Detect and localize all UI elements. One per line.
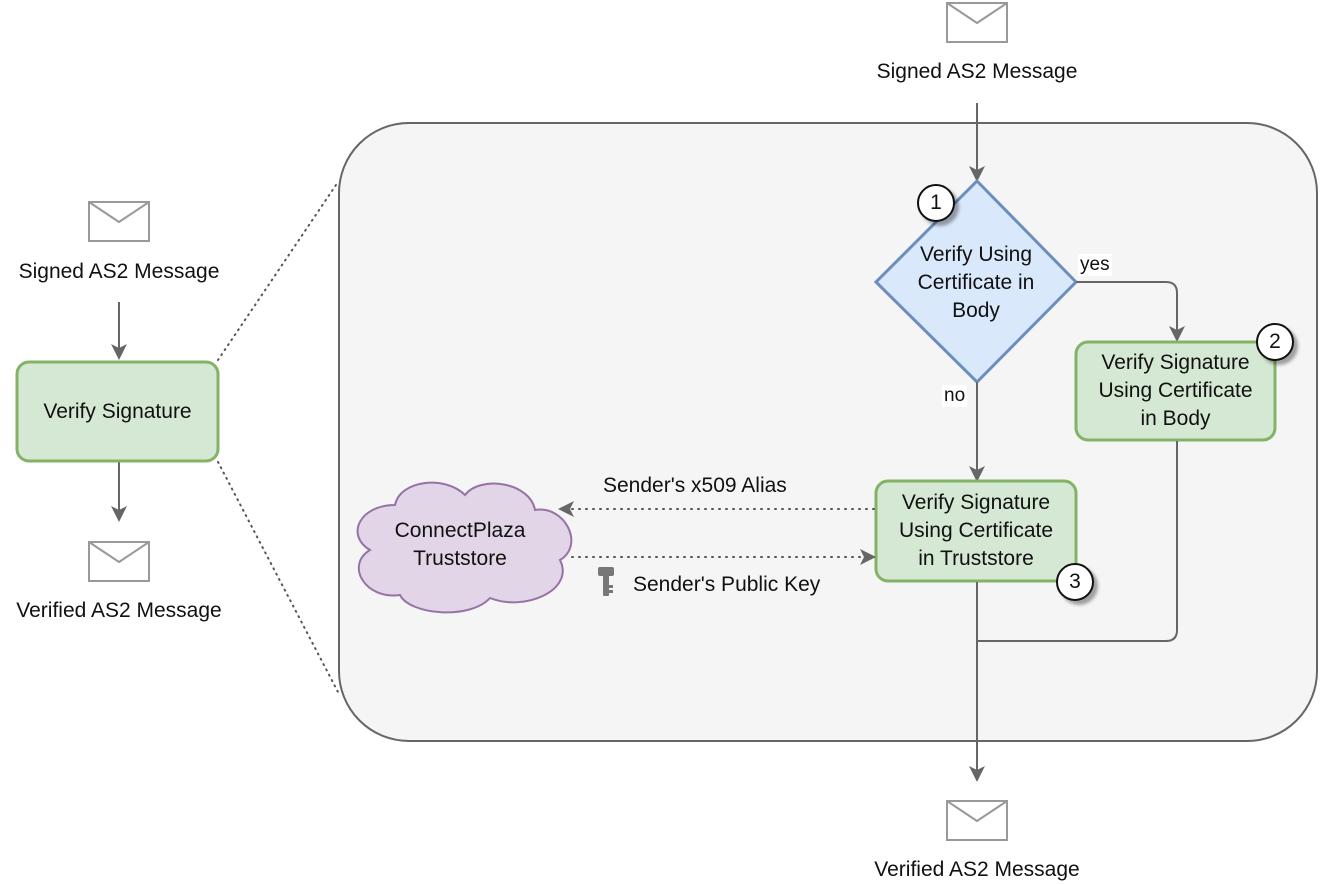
edge-label-public-key: Sender's Public Key (633, 573, 821, 596)
detail-output-label: Verified AS2 Message (874, 858, 1080, 881)
step-number-badge-3: 3 (1056, 563, 1094, 601)
edge-label-no: no (942, 385, 968, 407)
edge-body-to-merge (977, 441, 1178, 642)
step-body-line: Using Certificate (1098, 379, 1253, 402)
truststore-line: ConnectPlaza (394, 519, 526, 542)
truststore-line: Truststore (413, 547, 507, 570)
truststore-label: ConnectPlaza Truststore (360, 510, 560, 580)
edge-yes (1076, 281, 1185, 342)
overview-process-box[interactable] (15, 360, 220, 463)
truststore-cloud[interactable] (356, 481, 573, 614)
step-number-badge-1: 1 (917, 184, 955, 222)
envelope-icon (88, 201, 150, 242)
step-truststore-line: Using Certificate (898, 519, 1054, 542)
step-truststore-line: Verify Signature (901, 491, 1051, 514)
step-body-box[interactable] (1074, 340, 1277, 442)
overview-process-label: Verify Signature (43, 399, 192, 423)
step-truststore-label: Verify Signature Using Certificate in Tr… (876, 481, 1076, 581)
key-icon (598, 567, 614, 596)
envelope-icon (946, 2, 1008, 43)
step-truststore-box[interactable] (874, 479, 1078, 583)
zoom-connector-bottom (217, 461, 339, 693)
step-number-badge-2: 2 (1256, 323, 1294, 361)
edge-label-yes: yes (1078, 254, 1112, 276)
zoom-connector-top (217, 181, 339, 361)
decision-label: Verify Using Certificate in Body (876, 240, 1076, 326)
decision-line: Certificate in (917, 271, 1035, 294)
decision-line: Verify Using (919, 243, 1033, 266)
step-body-line: Verify Signature (1101, 351, 1250, 374)
decision-line: Body (952, 299, 1000, 322)
step-body-label: Verify Signature Using Certificate in Bo… (1076, 342, 1275, 440)
envelope-icon (88, 541, 150, 582)
overview-input-label: Signed AS2 Message (18, 260, 220, 283)
step-body-line: in Body (1140, 407, 1211, 430)
edge-label-alias: Sender's x509 Alias (603, 474, 787, 497)
envelope-icon (946, 800, 1008, 841)
step-truststore-line: in Truststore (918, 547, 1034, 570)
overview-output-label: Verified AS2 Message (16, 599, 222, 622)
detail-input-label: Signed AS2 Message (876, 60, 1078, 83)
